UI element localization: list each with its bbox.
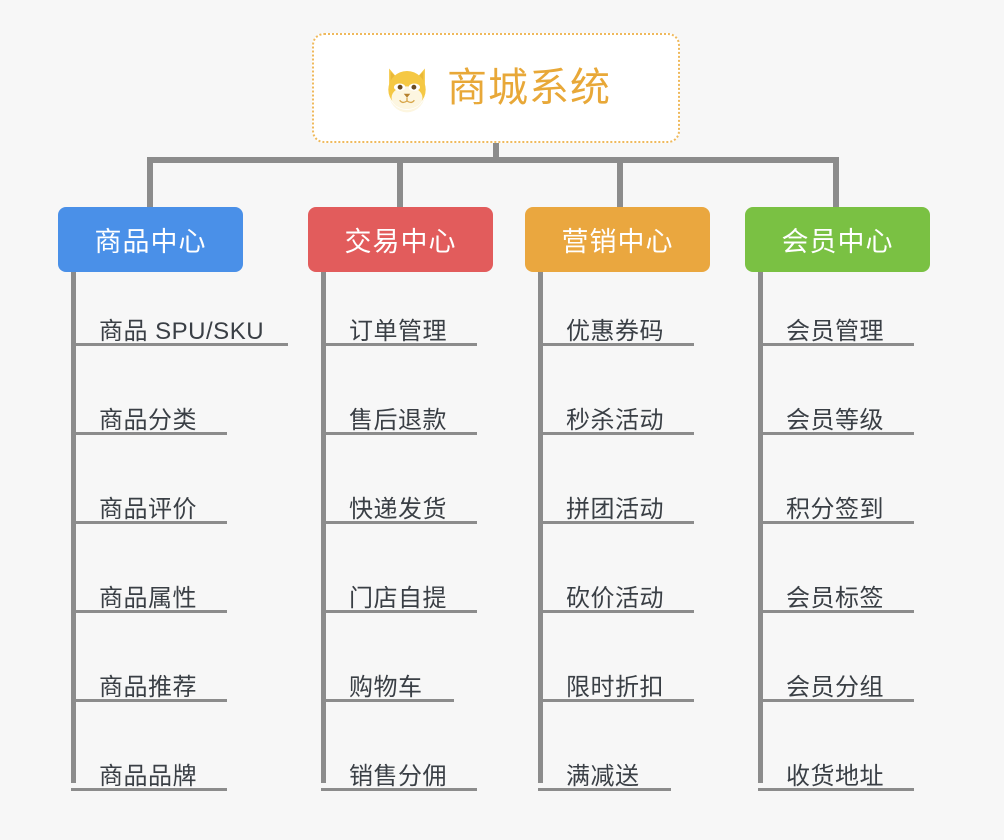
connector-drop-trade bbox=[397, 157, 403, 209]
list-item-label: 商品分类 bbox=[99, 407, 197, 435]
list-item[interactable]: 拼团活动 bbox=[538, 478, 694, 524]
column-spine bbox=[758, 272, 763, 783]
list-item-label: 购物车 bbox=[349, 674, 423, 702]
list-item[interactable]: 砍价活动 bbox=[538, 567, 694, 613]
list-item[interactable]: 商品 SPU/SKU bbox=[71, 300, 288, 346]
connector-root-drop bbox=[493, 143, 499, 163]
list-item[interactable]: 售后退款 bbox=[321, 389, 477, 435]
list-item-label: 秒杀活动 bbox=[566, 407, 664, 435]
list-item-label: 订单管理 bbox=[349, 318, 447, 346]
list-item[interactable]: 会员管理 bbox=[758, 300, 914, 346]
list-item-label: 商品推荐 bbox=[99, 674, 197, 702]
list-item[interactable]: 快递发货 bbox=[321, 478, 477, 524]
list-item-label: 拼团活动 bbox=[566, 496, 664, 524]
list-item[interactable]: 优惠券码 bbox=[538, 300, 694, 346]
list-item-label: 会员等级 bbox=[786, 407, 884, 435]
list-item-label: 销售分佣 bbox=[349, 763, 447, 791]
category-header-label: 会员中心 bbox=[781, 227, 894, 257]
list-item-label: 收货地址 bbox=[786, 763, 884, 791]
column-spine bbox=[71, 272, 76, 783]
category-header-product[interactable]: 商品中心 bbox=[58, 207, 243, 272]
list-item-label: 优惠券码 bbox=[566, 318, 664, 346]
list-item[interactable]: 商品推荐 bbox=[71, 656, 227, 702]
list-item-label: 商品评价 bbox=[99, 496, 197, 524]
root-node-title: 商城系统 bbox=[447, 66, 611, 110]
category-header-label: 交易中心 bbox=[344, 227, 457, 257]
list-item-label: 门店自提 bbox=[349, 585, 447, 613]
list-item[interactable]: 订单管理 bbox=[321, 300, 477, 346]
connector-drop-product bbox=[147, 157, 153, 209]
list-item[interactable]: 会员标签 bbox=[758, 567, 914, 613]
list-item[interactable]: 商品评价 bbox=[71, 478, 227, 524]
category-header-marketing[interactable]: 营销中心 bbox=[525, 207, 710, 272]
shiba-dog-icon bbox=[388, 68, 426, 113]
root-node-shop-system[interactable]: 商城系统 bbox=[312, 33, 680, 143]
list-item-label: 会员分组 bbox=[786, 674, 884, 702]
column-spine bbox=[321, 272, 326, 783]
connector-drop-marketing bbox=[617, 157, 623, 209]
list-item-label: 满减送 bbox=[566, 763, 640, 791]
list-item-label: 商品 SPU/SKU bbox=[99, 318, 265, 346]
column-spine bbox=[538, 272, 543, 783]
list-item[interactable]: 商品分类 bbox=[71, 389, 227, 435]
list-item-label: 会员管理 bbox=[786, 318, 884, 346]
category-header-trade[interactable]: 交易中心 bbox=[308, 207, 493, 272]
list-item-label: 售后退款 bbox=[349, 407, 447, 435]
list-item[interactable]: 会员分组 bbox=[758, 656, 914, 702]
list-item-label: 限时折扣 bbox=[566, 674, 664, 702]
list-item[interactable]: 商品品牌 bbox=[71, 745, 227, 791]
list-item[interactable]: 购物车 bbox=[321, 656, 454, 702]
list-item[interactable]: 商品属性 bbox=[71, 567, 227, 613]
list-item[interactable]: 会员等级 bbox=[758, 389, 914, 435]
list-item-label: 商品品牌 bbox=[99, 763, 197, 791]
list-item-label: 快递发货 bbox=[349, 496, 447, 524]
connector-horizontal-bus bbox=[147, 157, 839, 163]
list-item-label: 砍价活动 bbox=[566, 585, 664, 613]
list-item-label: 商品属性 bbox=[99, 585, 197, 613]
list-item[interactable]: 门店自提 bbox=[321, 567, 477, 613]
list-item[interactable]: 积分签到 bbox=[758, 478, 914, 524]
connector-drop-member bbox=[833, 157, 839, 209]
list-item-label: 积分签到 bbox=[786, 496, 884, 524]
list-item[interactable]: 限时折扣 bbox=[538, 656, 694, 702]
list-item[interactable]: 销售分佣 bbox=[321, 745, 477, 791]
list-item[interactable]: 秒杀活动 bbox=[538, 389, 694, 435]
category-header-member[interactable]: 会员中心 bbox=[745, 207, 930, 272]
list-item[interactable]: 收货地址 bbox=[758, 745, 914, 791]
category-header-label: 商品中心 bbox=[94, 227, 207, 257]
list-item[interactable]: 满减送 bbox=[538, 745, 671, 791]
list-item-label: 会员标签 bbox=[786, 585, 884, 613]
category-header-label: 营销中心 bbox=[561, 227, 674, 257]
